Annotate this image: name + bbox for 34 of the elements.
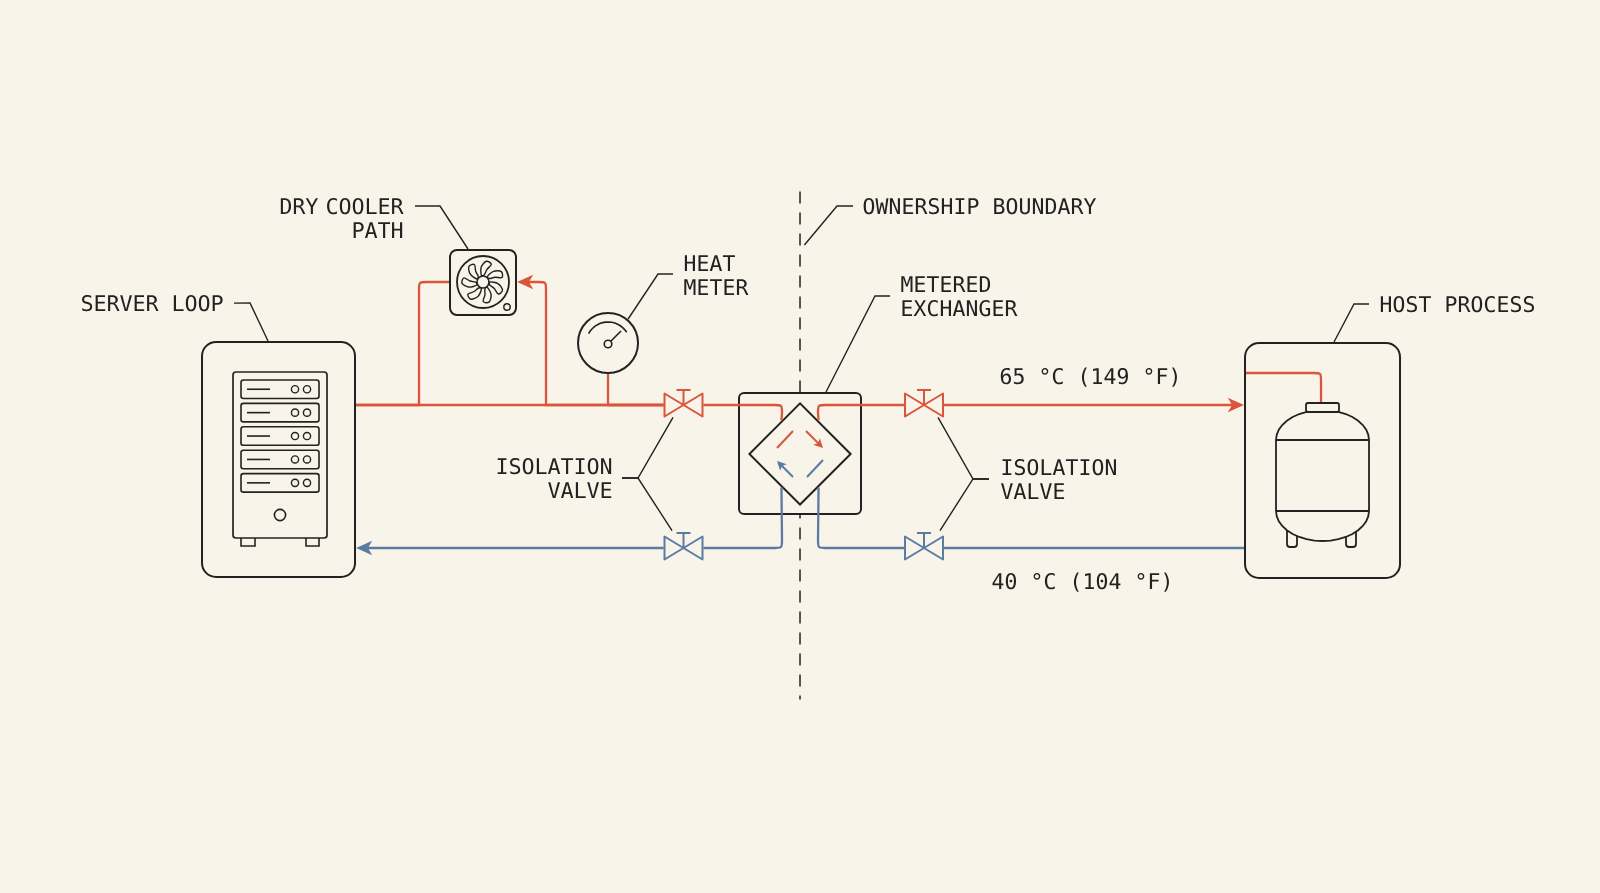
exchanger-diamond bbox=[748, 402, 852, 506]
pipe-line bbox=[703, 403, 784, 421]
server-rack-box bbox=[201, 341, 356, 578]
pipe-line bbox=[356, 280, 449, 407]
valve-symbol bbox=[904, 532, 944, 561]
valve-symbol bbox=[904, 389, 944, 418]
callout-label: ISOLATION VALVE bbox=[497, 457, 612, 498]
leader-line bbox=[627, 273, 674, 320]
tank-box bbox=[1244, 342, 1401, 579]
callout-label: HOST PROCESS bbox=[1380, 295, 1534, 313]
leader-line bbox=[939, 478, 990, 532]
pipe-line bbox=[606, 374, 664, 407]
pipe-line bbox=[816, 487, 905, 550]
callout-label: SERVER LOOP bbox=[82, 294, 223, 312]
callout-label: METERED EXCHANGER bbox=[901, 276, 1018, 317]
edge-label: 40 °C (104 °F) bbox=[988, 569, 1177, 595]
valve-symbol bbox=[663, 532, 704, 561]
edge-label: 65 °C (149 °F) bbox=[996, 364, 1185, 390]
pipe-line bbox=[816, 403, 905, 421]
callout-label: HEAT METER bbox=[684, 255, 749, 295]
callout-label: DRY COOLER PATH bbox=[280, 197, 404, 238]
fan-box bbox=[449, 249, 517, 316]
callout-label: ISOLATION VALVE bbox=[1001, 458, 1116, 499]
leader-line bbox=[233, 302, 269, 342]
leader-line bbox=[825, 295, 891, 393]
callout-label: OWNERSHIP BOUNDARY bbox=[863, 197, 1097, 215]
leader-line bbox=[1333, 303, 1370, 343]
gauge-dial bbox=[577, 312, 639, 374]
leader-line bbox=[621, 477, 673, 532]
valve-symbol bbox=[663, 389, 704, 418]
pipe-line bbox=[943, 546, 1244, 550]
leader-line bbox=[803, 205, 854, 246]
pipe-line bbox=[703, 487, 784, 550]
leader-line bbox=[414, 205, 469, 250]
